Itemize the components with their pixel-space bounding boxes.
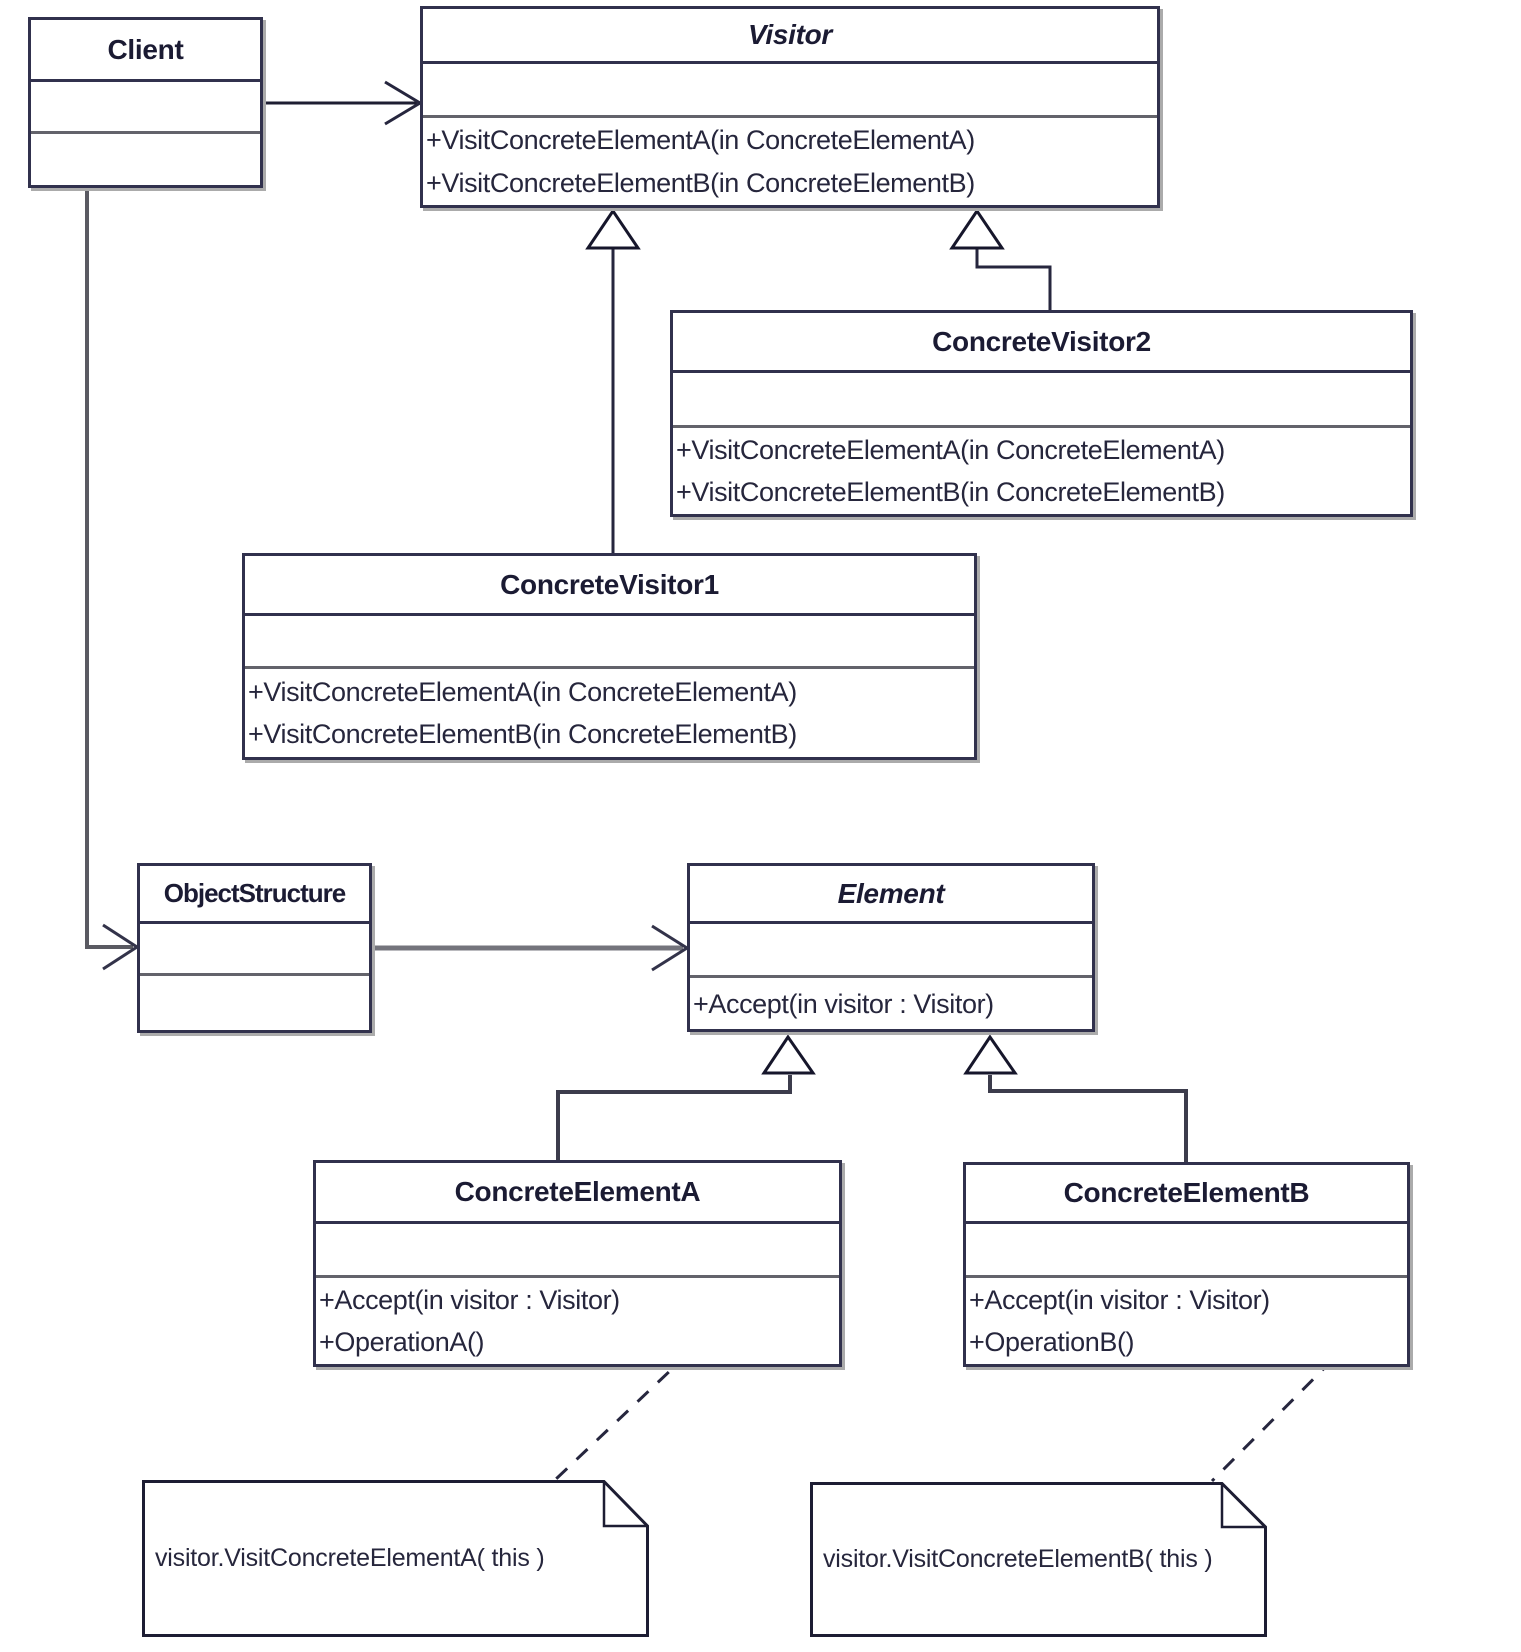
class-concrete-element-b[interactable]: ConcreteElementB +Accept(in visitor : Vi… — [963, 1162, 1410, 1367]
class-methods-object-structure — [140, 976, 369, 1030]
class-title-object-structure: ObjectStructure — [140, 866, 369, 924]
class-methods-visitor: +VisitConcreteElementA(in ConcreteElemen… — [423, 118, 1157, 205]
method: +VisitConcreteElementA(in ConcreteElemen… — [248, 676, 797, 707]
class-title-element: Element — [690, 866, 1092, 924]
class-attributes-object-structure — [140, 924, 369, 976]
class-element[interactable]: Element +Accept(in visitor : Visitor) — [687, 863, 1095, 1032]
generalization-concretevisitor1-visitor — [585, 208, 641, 553]
method: +VisitConcreteElementA(in ConcreteElemen… — [676, 435, 1225, 465]
class-attributes-concrete-element-a — [316, 1224, 839, 1278]
note-shape-icon — [810, 1482, 1267, 1637]
class-concrete-visitor-1[interactable]: ConcreteVisitor1 +VisitConcreteElementA(… — [242, 553, 977, 760]
note-visit-concrete-element-b[interactable]: visitor.VisitConcreteElementB( this ) — [810, 1482, 1267, 1637]
open-arrowhead-icon — [384, 80, 423, 126]
generalization-triangle-icon — [963, 1034, 1018, 1075]
generalization-triangle-icon — [585, 208, 641, 250]
class-concrete-element-a[interactable]: ConcreteElementA +Accept(in visitor : Vi… — [313, 1160, 842, 1367]
generalization-triangle-icon — [761, 1034, 816, 1075]
association-client-objectstructure — [85, 190, 140, 971]
class-concrete-visitor-2[interactable]: ConcreteVisitor2 +VisitConcreteElementA(… — [670, 310, 1413, 517]
class-title-client: Client — [31, 20, 260, 82]
generalization-concreteelementb-element — [963, 1034, 1188, 1162]
class-title-concrete-visitor-2: ConcreteVisitor2 — [673, 313, 1410, 373]
generalization-triangle-icon — [949, 208, 1005, 250]
note-shape-icon — [142, 1480, 649, 1637]
class-object-structure[interactable]: ObjectStructure — [137, 863, 372, 1033]
method: +VisitConcreteElementB(in ConcreteElemen… — [426, 167, 975, 198]
note-text: visitor.VisitConcreteElementB( this ) — [823, 1545, 1213, 1573]
method: +VisitConcreteElementB(in ConcreteElemen… — [676, 477, 1225, 507]
method: +Accept(in visitor : Visitor) — [969, 1285, 1270, 1315]
class-title-concrete-element-b: ConcreteElementB — [966, 1165, 1407, 1224]
class-methods-element: +Accept(in visitor : Visitor) — [690, 978, 1092, 1029]
generalization-concreteelementa-element — [556, 1034, 816, 1160]
association-objectstructure-element — [373, 924, 690, 972]
class-attributes-client — [31, 82, 260, 134]
class-title-visitor: Visitor — [423, 9, 1157, 64]
class-title-concrete-visitor-1: ConcreteVisitor1 — [245, 556, 974, 616]
generalization-concretevisitor2-visitor — [949, 208, 1052, 310]
class-methods-client — [31, 134, 260, 185]
class-attributes-concrete-element-b — [966, 1224, 1407, 1278]
class-attributes-concrete-visitor-1 — [245, 616, 974, 669]
method: +Accept(in visitor : Visitor) — [319, 1285, 620, 1315]
class-methods-concrete-visitor-2: +VisitConcreteElementA(in ConcreteElemen… — [673, 428, 1410, 514]
method: +Accept(in visitor : Visitor) — [693, 988, 994, 1019]
class-attributes-element — [690, 924, 1092, 978]
class-methods-concrete-visitor-1: +VisitConcreteElementA(in ConcreteElemen… — [245, 669, 974, 757]
association-client-visitor — [263, 80, 423, 126]
method: +VisitConcreteElementA(in ConcreteElemen… — [426, 125, 975, 156]
class-visitor[interactable]: Visitor +VisitConcreteElementA(in Concre… — [420, 6, 1160, 208]
class-title-concrete-element-a: ConcreteElementA — [316, 1163, 839, 1224]
method: +OperationA() — [319, 1327, 485, 1357]
note-text: visitor.VisitConcreteElementA( this ) — [155, 1544, 545, 1572]
method: +VisitConcreteElementB(in ConcreteElemen… — [248, 719, 797, 750]
class-attributes-visitor — [423, 64, 1157, 118]
open-arrowhead-icon — [102, 923, 140, 971]
class-methods-concrete-element-a: +Accept(in visitor : Visitor) +Operation… — [316, 1278, 839, 1364]
class-methods-concrete-element-b: +Accept(in visitor : Visitor) +Operation… — [966, 1278, 1407, 1364]
open-arrowhead-icon — [651, 924, 690, 972]
note-visit-concrete-element-a[interactable]: visitor.VisitConcreteElementA( this ) — [142, 1480, 649, 1637]
class-attributes-concrete-visitor-2 — [673, 373, 1410, 428]
class-client[interactable]: Client — [28, 17, 263, 188]
method: +OperationB() — [969, 1327, 1135, 1357]
